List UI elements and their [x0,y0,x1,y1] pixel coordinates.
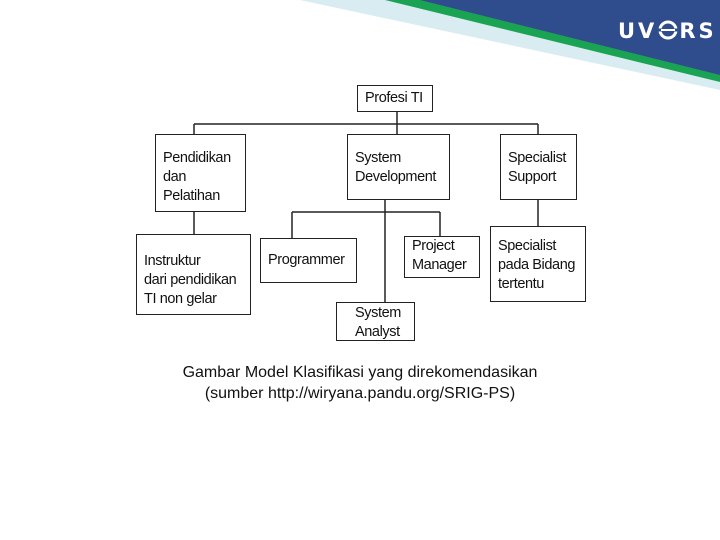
banner-light-stripe [300,0,720,90]
org-chart-connectors [193,111,539,302]
uvers-logo: UV RS [618,16,714,46]
node-system-development: System Development [347,134,450,200]
node-pendidikan-dan-pelatihan: Pendidikan dan Pelatihan [155,134,246,212]
logo-text-left: UV [618,19,658,43]
node-profesi-ti: Profesi TI [357,85,433,112]
caption-line-2: (sumber http://wiryana.pandu.org/SRIG-PS… [204,385,516,402]
logo-text-right: RS [679,19,717,43]
node-programmer: Programmer [260,238,357,283]
banner-navy-stripe [420,0,720,75]
banner-green-stripe [385,0,720,82]
caption-line-1: Gambar Model Klasifikasi yang direkomend… [182,364,538,381]
node-specialist-support: Specialist Support [500,134,577,200]
header-banner [300,0,720,90]
node-project-manager: Project Manager [404,236,480,278]
swirl-icon [658,20,679,40]
node-system-analyst: System Analyst [336,302,415,341]
node-specialist-bidang: Specialist pada Bidang tertentu [490,226,586,302]
figure-caption: Gambar Model Klasifikasi yang direkomend… [80,362,640,404]
node-instruktur: Instruktur dari pendidikan TI non gelar [136,234,251,315]
